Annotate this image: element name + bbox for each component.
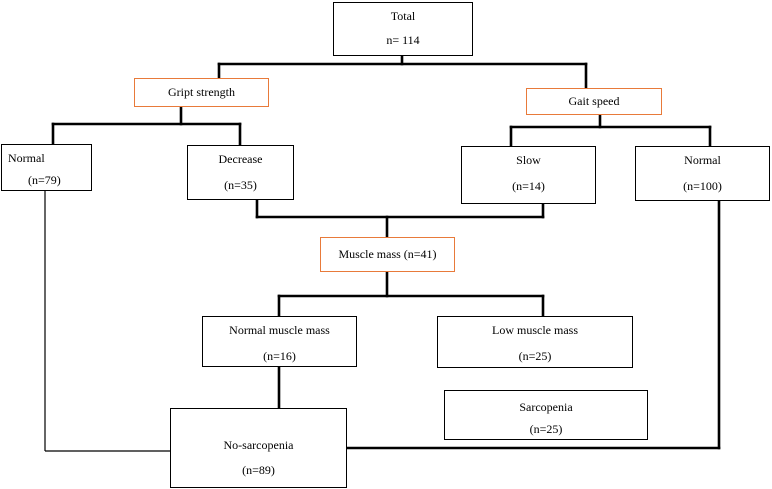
grip-strength-label: Gript strength (168, 85, 235, 99)
total-node: Total n= 114 (333, 2, 473, 56)
low-muscle-mass-label: Low muscle mass (492, 323, 578, 337)
gait-speed-label: Gait speed (568, 94, 620, 108)
gait-normal-label: Normal (684, 153, 721, 167)
slow-label: Slow (516, 153, 541, 167)
sarcopenia-label: Sarcopenia (519, 400, 573, 414)
no-sarcopenia-count: (n=89) (242, 463, 275, 477)
total-count: n= 114 (386, 33, 420, 47)
decrease-count: (n=35) (224, 178, 257, 192)
no-sarcopenia-label: No-sarcopenia (223, 438, 294, 452)
low-muscle-mass-count: (n=25) (518, 349, 552, 363)
muscle-mass-label: Muscle mass (n=41) (338, 247, 437, 261)
no-sarcopenia-node: No-sarcopenia (n=89) (170, 408, 347, 488)
gait-normal-node: Normal (n=100) (635, 146, 770, 201)
slow-count: (n=14) (512, 179, 545, 193)
decrease-node: Decrease (n=35) (187, 145, 294, 200)
normal-muscle-mass-node: Normal muscle mass (n=16) (202, 316, 357, 367)
grip-normal-label: Normal (8, 151, 45, 165)
gait-speed-node: Gait speed (526, 88, 662, 115)
grip-strength-node: Gript strength (134, 78, 269, 107)
low-muscle-mass-node: Low muscle mass (n=25) (437, 316, 633, 368)
gait-normal-count: (n=100) (683, 179, 722, 193)
total-title: Total (390, 9, 416, 23)
normal-muscle-mass-label: Normal muscle mass (229, 323, 330, 337)
sarcopenia-count: (n=25) (529, 422, 563, 436)
grip-normal-count: (n=79) (28, 173, 61, 187)
muscle-mass-node: Muscle mass (n=41) (320, 237, 455, 272)
sarcopenia-node: Sarcopenia (n=25) (444, 390, 648, 440)
decrease-label: Decrease (218, 152, 263, 166)
slow-node: Slow (n=14) (461, 146, 596, 204)
grip-normal-node: Normal (n=79) (1, 144, 92, 191)
normal-muscle-mass-count: (n=16) (263, 349, 296, 363)
